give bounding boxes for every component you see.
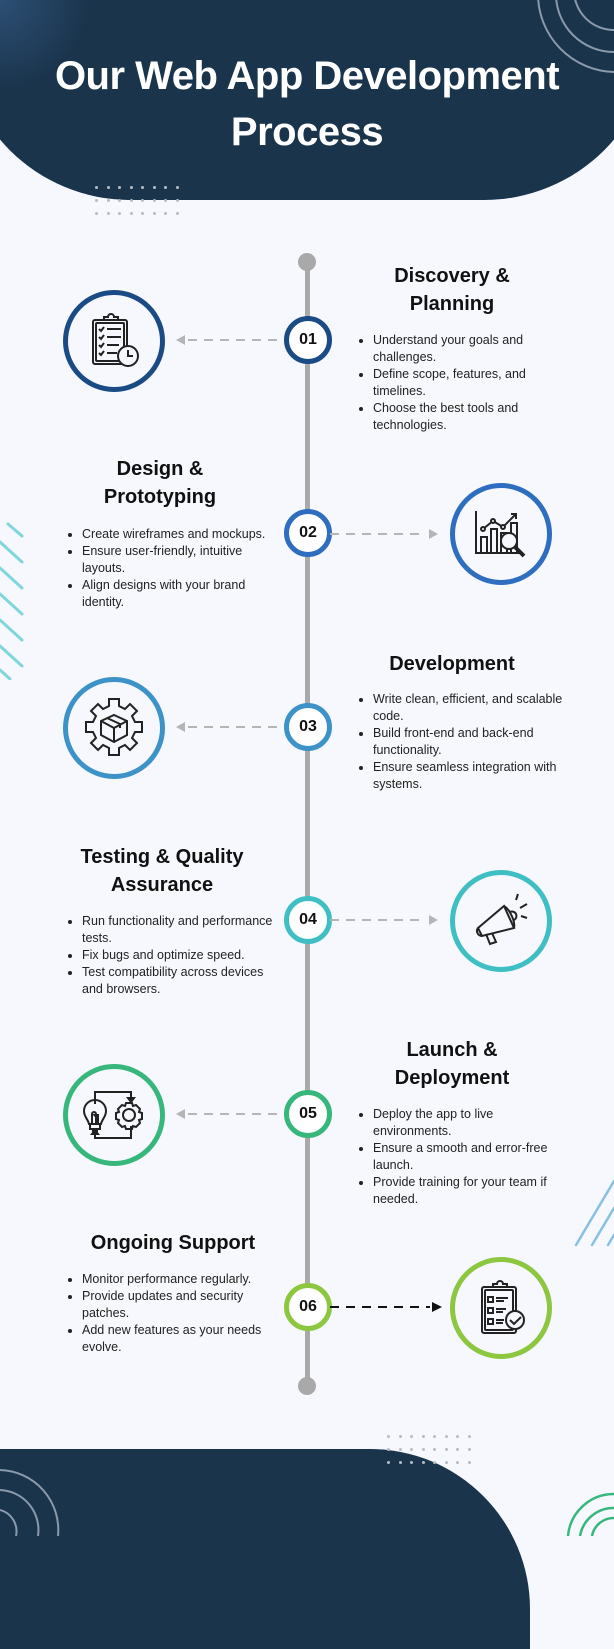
dashed-arrow-right [330, 529, 438, 539]
timeline-line [304, 262, 310, 1386]
concentric-arcs-decoration-bottom-right [566, 1492, 614, 1536]
step-number-04: 04 [284, 896, 332, 944]
bullet-item: Understand your goals and challenges. [373, 332, 573, 366]
diagonal-lines-decoration-left [0, 522, 24, 680]
clipboard-clock-icon [92, 313, 139, 367]
dashed-arrow-left [176, 335, 284, 345]
dashed-arrow-right [330, 915, 438, 925]
timeline-end-dot [298, 1377, 316, 1395]
step-icon-circle-04 [450, 870, 552, 972]
header-glow-decoration [0, 0, 90, 90]
step-bullets-05: Deploy the app to live environments. Ens… [355, 1106, 573, 1208]
dashed-arrow-left [176, 1109, 284, 1119]
step-number-label: 04 [299, 911, 317, 928]
step-title-05: Launch & Deployment [394, 1039, 510, 1089]
title-line-1: Our Web App Development [54, 54, 560, 98]
chart-magnifier-icon [475, 511, 526, 558]
step-icon-circle-01 [63, 290, 165, 392]
lightbulb-gear-icon [82, 1091, 143, 1139]
step-icon-circle-06 [450, 1257, 552, 1359]
bullet-item: Add new features as your needs evolve. [82, 1322, 282, 1356]
header-banner [0, 0, 614, 200]
bullet-item: Run functionality and performance tests. [82, 913, 282, 947]
step-title-02: Design & Prototyping [103, 458, 217, 508]
step-number-label: 06 [299, 1298, 317, 1315]
bullet-item: Provide training for your team if needed… [373, 1174, 573, 1208]
bullet-item: Ensure a smooth and error-free launch. [373, 1140, 573, 1174]
megaphone-icon [476, 893, 528, 946]
step-bullets-06: Monitor performance regularly. Provide u… [64, 1271, 282, 1356]
bullet-item: Ensure user-friendly, intuitive layouts. [82, 543, 282, 577]
dashed-arrow-right-dark [330, 1302, 442, 1312]
bullet-item: Fix bugs and optimize speed. [82, 947, 282, 964]
step-title-06: Ongoing Support [90, 1232, 256, 1254]
step-number-03: 03 [284, 703, 332, 751]
concentric-arcs-decoration-top [537, 0, 614, 73]
bullet-item: Build front-end and back-end functionali… [373, 725, 573, 759]
bullet-item: Ensure seamless integration with systems… [373, 759, 573, 793]
dashed-arrow-left [176, 722, 284, 732]
gear-box-icon [85, 698, 143, 756]
step-number-label: 01 [299, 331, 317, 348]
title-line-2: Process [230, 110, 384, 154]
step-icon-circle-05 [63, 1064, 165, 1166]
concentric-arcs-decoration-bottom-left [0, 1469, 60, 1536]
bullet-item: Choose the best tools and technologies. [373, 400, 573, 434]
step-bullets-01: Understand your goals and challenges. De… [355, 332, 573, 434]
step-number-06: 06 [284, 1283, 332, 1331]
bullet-item: Align designs with your brand identity. [82, 577, 282, 611]
step-icon-circle-02 [450, 483, 552, 585]
bullet-item: Create wireframes and mockups. [82, 526, 282, 543]
step-number-01: 01 [284, 316, 332, 364]
step-icon-circle-03 [63, 677, 165, 779]
bullet-item: Monitor performance regularly. [82, 1271, 282, 1288]
bullet-item: Deploy the app to live environments. [373, 1106, 573, 1140]
clipboard-check-icon [481, 1280, 525, 1334]
dot-grid-decoration-top [95, 186, 187, 215]
step-title-01: Discovery & Planning [394, 265, 510, 315]
bullet-item: Define scope, features, and timelines. [373, 366, 573, 400]
step-number-label: 03 [299, 718, 317, 735]
step-title-04: Testing & Quality Assurance [80, 846, 244, 896]
diagonal-lines-decoration-right [574, 1179, 614, 1247]
dot-grid-decoration-bottom [387, 1435, 479, 1464]
footer-banner [0, 1449, 530, 1649]
bullet-item: Provide updates and security patches. [82, 1288, 282, 1322]
step-number-05: 05 [284, 1090, 332, 1138]
step-number-02: 02 [284, 509, 332, 557]
step-bullets-02: Create wireframes and mockups. Ensure us… [64, 526, 282, 611]
step-title-03: Development [389, 653, 515, 675]
page-title: Our Web App Development Process [0, 48, 614, 160]
bullet-item: Test compatibility across devices and br… [82, 964, 282, 998]
step-number-label: 05 [299, 1105, 317, 1122]
step-bullets-03: Write clean, efficient, and scalable cod… [355, 691, 573, 793]
timeline-start-dot [298, 253, 316, 271]
step-bullets-04: Run functionality and performance tests.… [64, 913, 282, 998]
bullet-item: Write clean, efficient, and scalable cod… [373, 691, 573, 725]
step-number-label: 02 [299, 524, 317, 541]
